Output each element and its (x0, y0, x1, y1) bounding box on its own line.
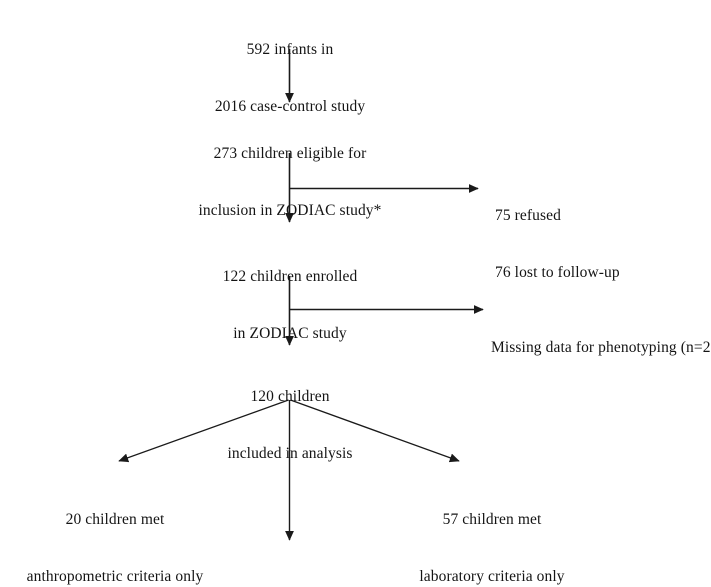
node-excluded-refused-lost: 75 refused 76 lost to follow-up (495, 168, 620, 320)
node-both-criteria: 43 children met anthropometric and labor… (202, 549, 428, 587)
node-laboratory-only: 57 children met laboratory criteria only (419, 472, 564, 587)
node-enrolled-line2: in ZODIAC study (233, 325, 347, 342)
node-laboratory-only-line2: laboratory criteria only (419, 568, 565, 585)
node-excluded-lost-to-follow-up: 76 lost to follow-up (495, 264, 620, 281)
node-eligible-line1: 273 children eligible for (213, 145, 367, 162)
node-anthropometric-only: 20 children met anthropometric criteria … (27, 472, 204, 587)
node-analysed-line1: 120 children (250, 388, 330, 405)
node-excluded-refused: 75 refused (495, 207, 561, 224)
node-laboratory-only-line1: 57 children met (442, 511, 542, 528)
node-eligible: 273 children eligible for inclusion in Z… (199, 106, 382, 258)
node-source-cohort-line2: 2016 case-control study (214, 98, 366, 115)
node-anthropometric-only-line2: anthropometric criteria only (26, 568, 204, 585)
node-anthropometric-only-line1: 20 children met (65, 511, 165, 528)
node-analysed: 120 children included in analysis (227, 349, 352, 501)
node-source-cohort: 592 infants in 2016 case-control study (215, 2, 365, 154)
node-source-cohort-line1: 592 infants in (246, 41, 334, 58)
node-eligible-line2: inclusion in ZODIAC study* (198, 202, 382, 219)
node-enrolled: 122 children enrolled in ZODIAC study (223, 229, 358, 381)
node-analysed-line2: included in analysis (227, 445, 353, 462)
node-excluded-missing-data: Missing data for phenotyping (n=2) (491, 300, 711, 395)
node-enrolled-line1: 122 children enrolled (222, 268, 358, 285)
node-excluded-missing-data-line1: Missing data for phenotyping (n=2) (491, 339, 711, 356)
